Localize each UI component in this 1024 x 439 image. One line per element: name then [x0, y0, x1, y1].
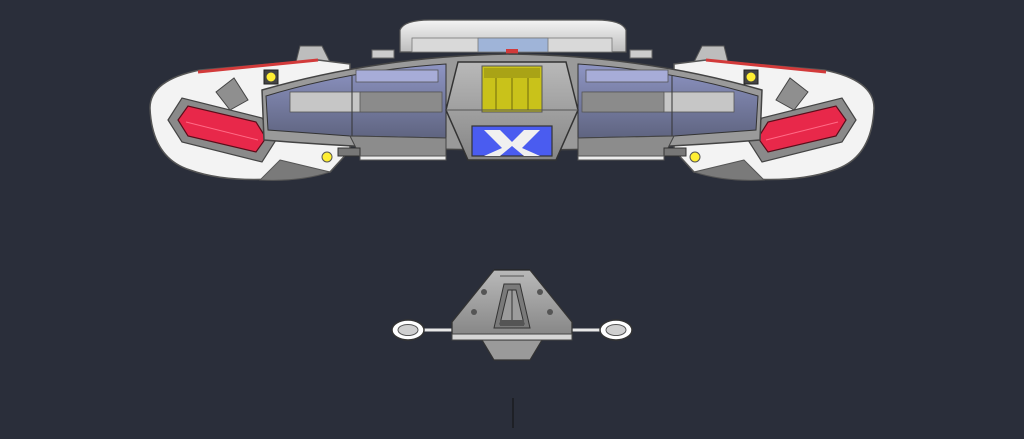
light-icon — [689, 151, 701, 163]
central-module — [445, 61, 579, 161]
light-icon — [321, 151, 333, 163]
vent-left — [371, 49, 395, 59]
light-icon — [266, 72, 276, 82]
flank-right — [577, 155, 665, 161]
light-icon — [746, 72, 756, 82]
top-dome — [399, 19, 627, 55]
flank-left — [359, 155, 447, 161]
large-ship — [149, 19, 875, 181]
small-ship — [391, 269, 633, 361]
nacelle-icon — [391, 319, 425, 341]
nacelle-icon — [599, 319, 633, 341]
window-icon — [471, 125, 553, 157]
vent-right — [629, 49, 653, 59]
